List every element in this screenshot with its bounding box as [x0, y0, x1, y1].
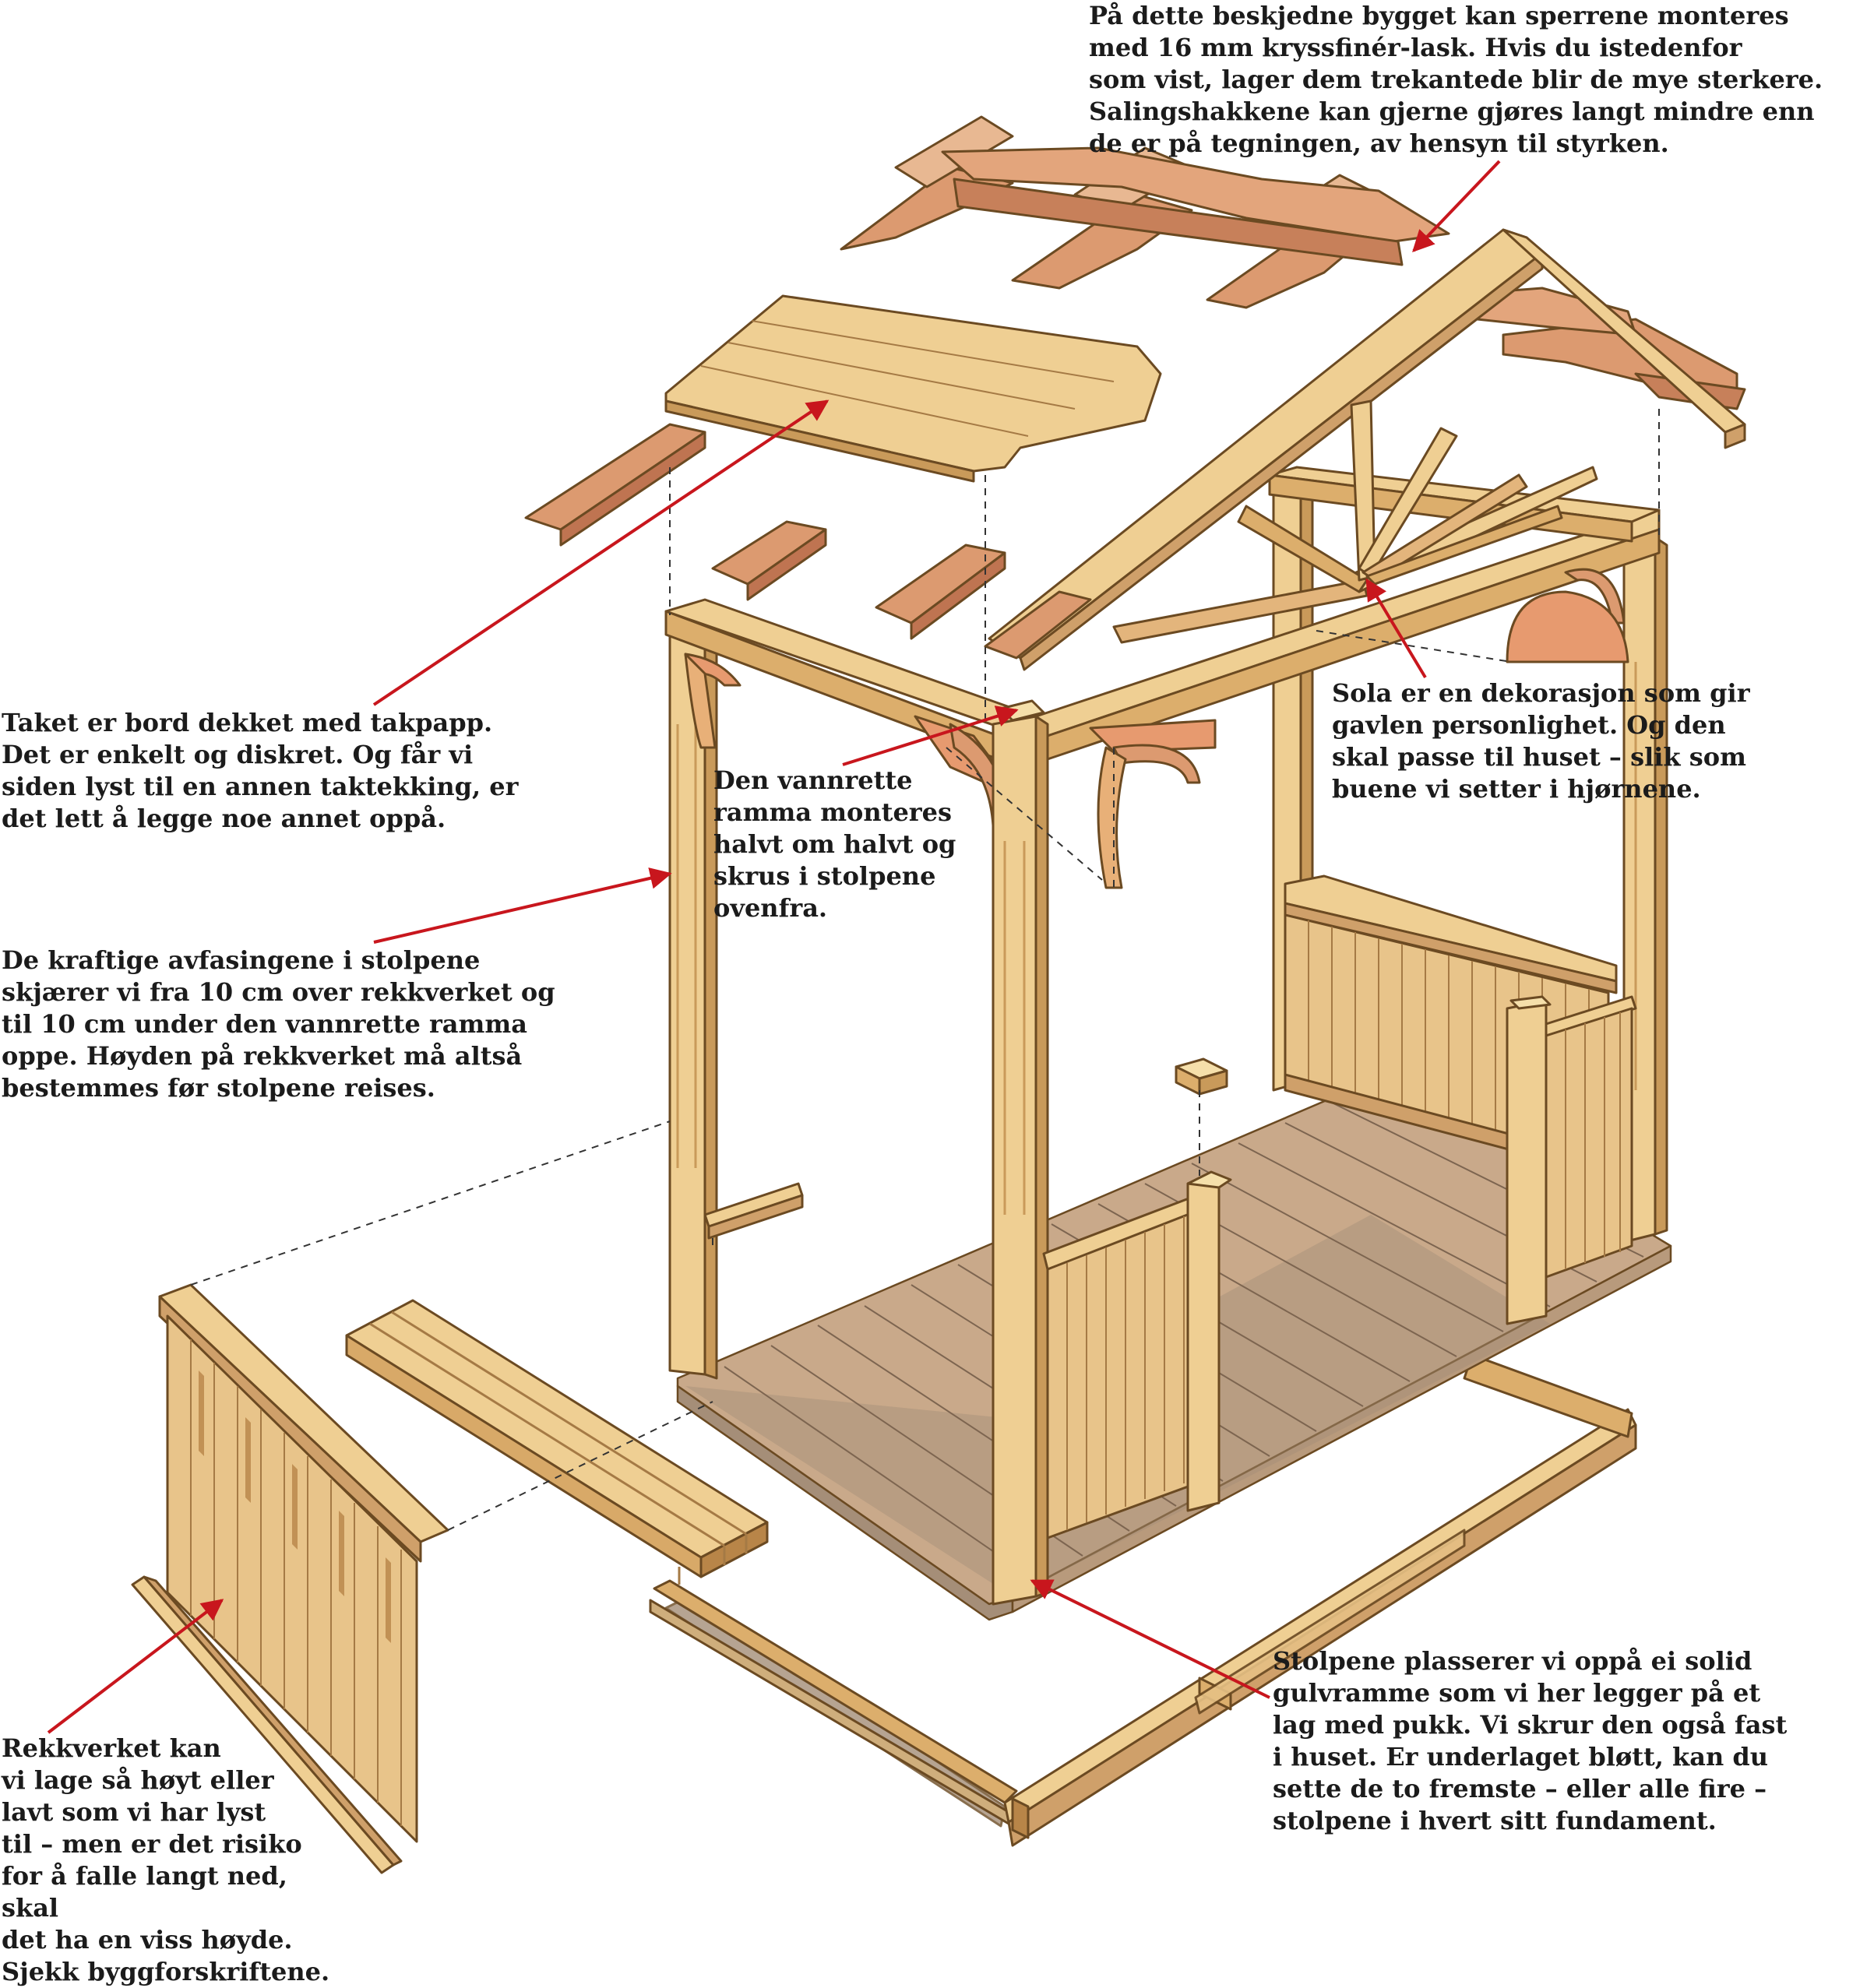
arrow-roof-boards: [372, 399, 830, 706]
arrow-foundation: [1030, 1579, 1270, 1699]
corner-arches: [684, 568, 1629, 889]
front-left-post: [992, 699, 1049, 1606]
arrow-frame: [842, 705, 1019, 766]
annotation-railing: Rekkverket kan vi lage så høyt eller lav…: [2, 1733, 330, 1986]
annotation-roof-rafters: På dette beskjedne bygget kan sperrene m…: [1089, 1, 1823, 158]
annotation-horizontal-frame: Den vannrette ramma monteres halvt om ha…: [713, 765, 956, 923]
assembly-guide-lines: [190, 409, 1660, 1531]
arrow-roof-rafters: [1412, 160, 1501, 253]
back-railing-right: [1506, 995, 1637, 1325]
loose-floor-boards: [345, 1299, 769, 1585]
back-railing-left: [1284, 874, 1618, 1177]
arrow-railing: [47, 1599, 224, 1734]
detached-railing-section: [158, 1283, 449, 1843]
roof-board-panel: [664, 294, 1162, 483]
arrow-sun: [1365, 578, 1427, 679]
loose-rail-bar: [131, 1575, 403, 1874]
back-left-post: [668, 606, 718, 1380]
annotation-gable-sun: Sola er en dekorasjon som gir gavlen per…: [1332, 678, 1750, 804]
gable-sun-decoration: [1112, 399, 1598, 644]
callout-arrows: [47, 160, 1501, 1734]
annotation-post-chamfers: De kraftige avfasingene i stolpene skjær…: [2, 945, 555, 1103]
post-cap: [1175, 1057, 1228, 1096]
short-rail-piece: [703, 1182, 804, 1240]
arrow-posts: [373, 867, 672, 944]
annotation-foundation-frame: Stolpene plasserer vi oppå ei solid gulv…: [1273, 1646, 1788, 1835]
annotation-roof-boards: Taket er bord dekket med takpapp. Det er…: [2, 708, 519, 833]
roof-rafters: [524, 115, 1746, 671]
front-side-railing: [1042, 1170, 1232, 1539]
floor-foundation-frame: [649, 1353, 1637, 1847]
